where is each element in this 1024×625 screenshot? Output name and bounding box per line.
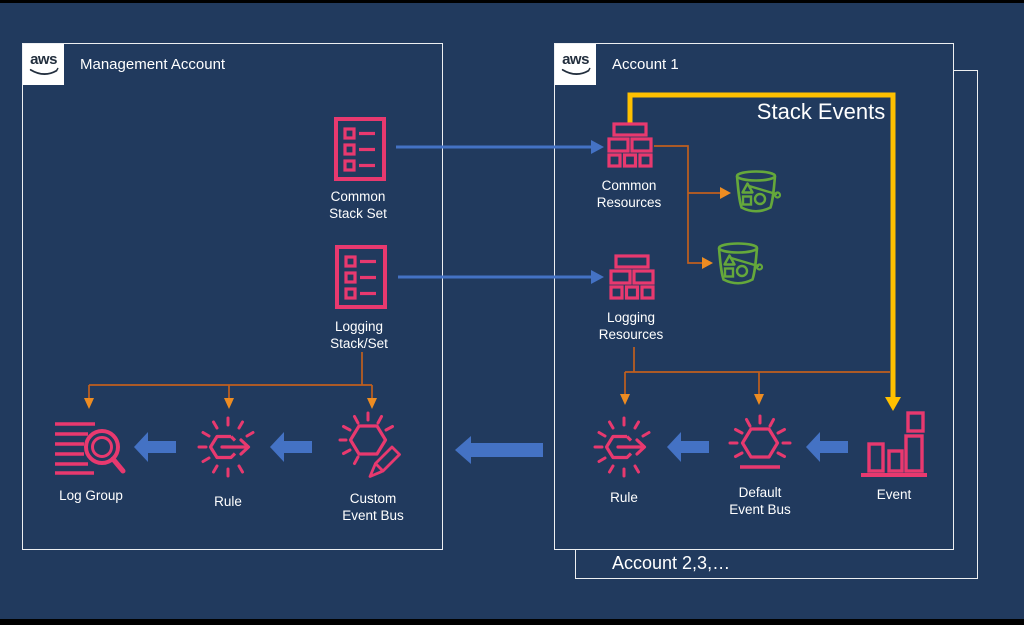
common-stack-set-icon xyxy=(334,117,386,181)
rule-label-account1: Rule xyxy=(610,490,638,505)
stack-events-label: Stack Events xyxy=(756,99,886,124)
default-event-bus-label: Default Event Bus xyxy=(729,485,791,518)
connector-common-resources-to-buckets xyxy=(654,145,731,269)
arrow-rule-to-log-group xyxy=(134,432,176,462)
connector-logging-stackset-tree xyxy=(84,352,377,409)
account-others-title: Account 2,3,… xyxy=(612,553,731,573)
logging-stack-set-label: Logging Stack/Set xyxy=(330,319,388,352)
aws-logo-management: aws xyxy=(23,44,64,85)
arrow-common-stackset-to-common-resources xyxy=(396,140,604,154)
rule-icon-account1 xyxy=(593,416,651,478)
letterbox-top xyxy=(0,0,1024,3)
arrow-event-to-default-bus xyxy=(806,432,848,462)
custom-event-bus-label: Custom Event Bus xyxy=(342,491,404,524)
log-group-icon xyxy=(55,422,126,475)
aws-swoosh-icon xyxy=(561,67,590,75)
rule-label-management: Rule xyxy=(214,494,242,509)
aws-swoosh-icon xyxy=(29,67,58,75)
common-stack-set-label: Common Stack Set xyxy=(329,189,387,222)
event-label: Event xyxy=(876,487,912,502)
arrow-custom-bus-to-rule xyxy=(270,432,312,462)
rule-icon-management xyxy=(197,416,255,478)
account1-title: Account 1 xyxy=(612,56,679,73)
connector-logging-resources-tree xyxy=(620,347,890,405)
common-resources-label: Common Resources xyxy=(596,178,662,211)
management-account-box xyxy=(22,43,443,550)
arrow-logging-stackset-to-logging-resources xyxy=(398,270,604,284)
default-event-bus-icon xyxy=(728,414,792,469)
logging-resources-label: Logging Resources xyxy=(598,310,664,343)
aws-logo-text: aws xyxy=(30,51,57,68)
common-resources-icon xyxy=(607,122,653,168)
arrow-account1-to-management xyxy=(455,436,543,464)
custom-event-bus-icon xyxy=(338,411,401,478)
aws-logo-account1: aws xyxy=(555,44,596,85)
aws-logo-text: aws xyxy=(562,51,589,68)
letterbox-bottom xyxy=(0,619,1024,625)
stack-events-path xyxy=(627,92,901,411)
arrow-default-bus-to-rule xyxy=(667,432,709,462)
logging-resources-icon xyxy=(609,254,655,300)
management-account-title: Management Account xyxy=(80,56,226,73)
s3-bucket-icon-1 xyxy=(735,170,782,213)
logging-stack-set-icon xyxy=(335,245,387,309)
s3-bucket-icon-2 xyxy=(717,242,764,285)
log-group-label: Log Group xyxy=(59,488,123,503)
event-icon xyxy=(861,411,927,477)
